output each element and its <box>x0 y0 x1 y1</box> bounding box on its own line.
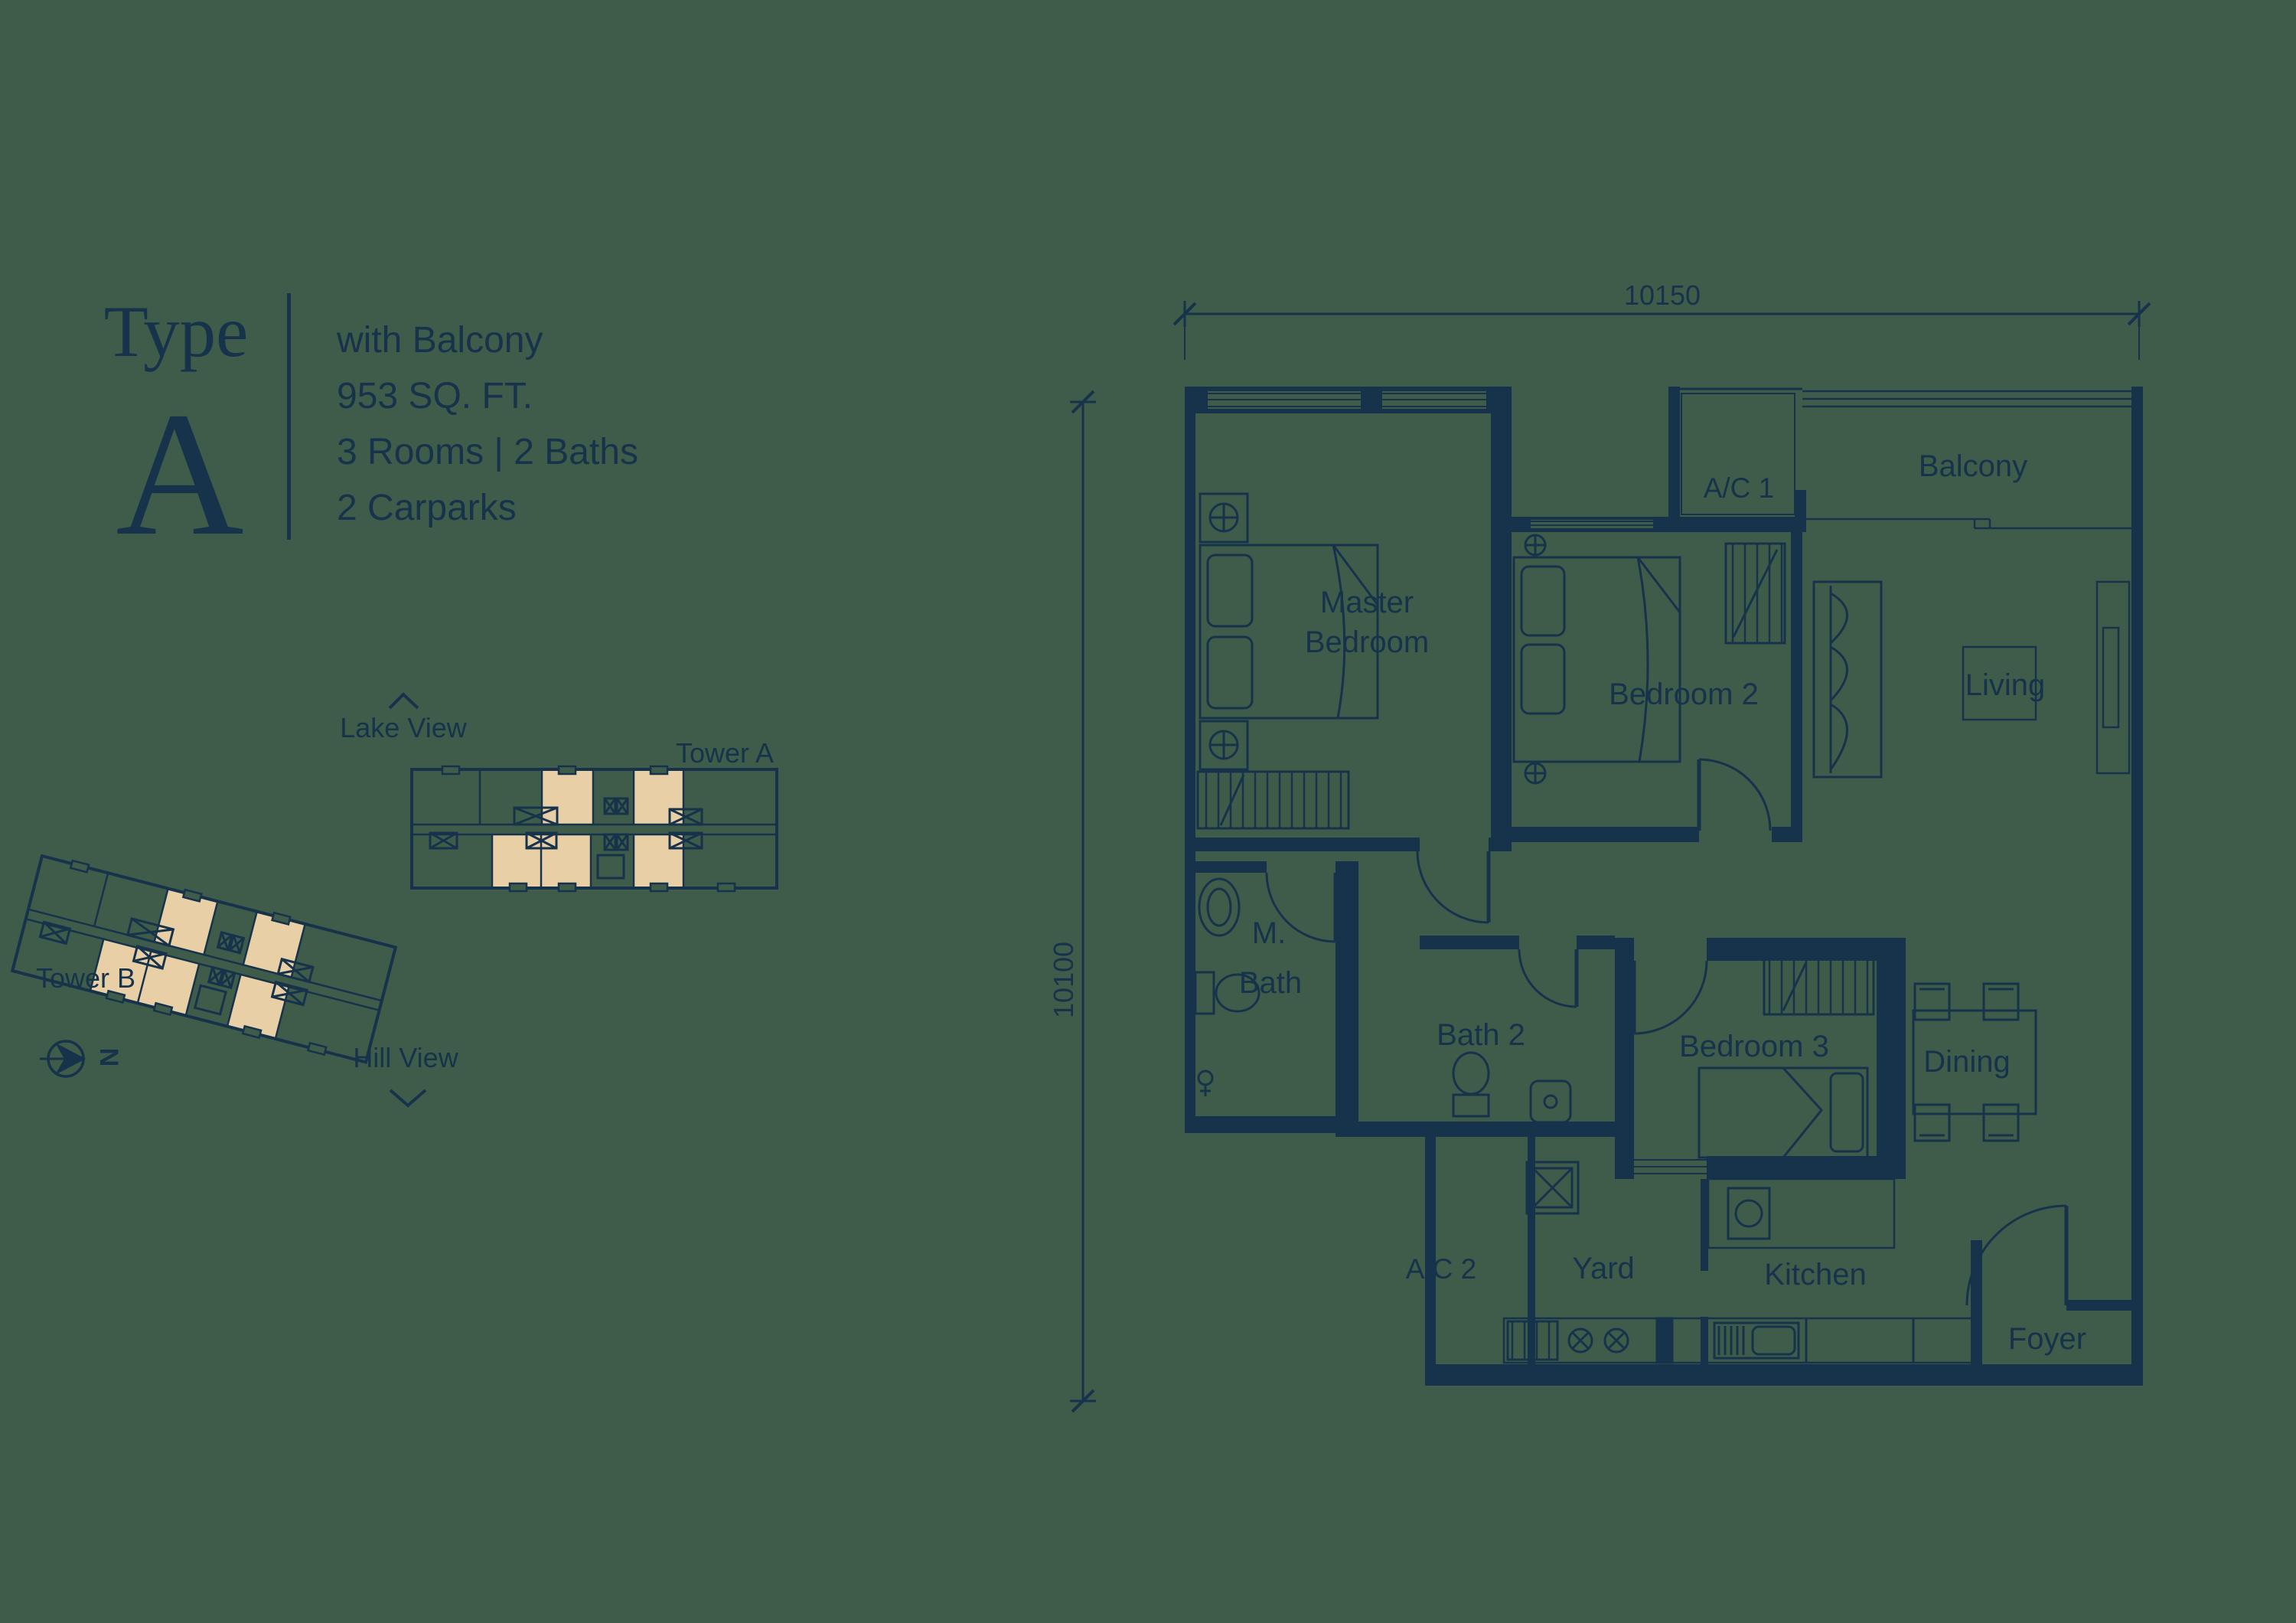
hill-view-arrow-icon <box>389 1089 427 1108</box>
label-dining: Dining <box>1923 1045 2010 1079</box>
mbath-fixtures <box>1194 877 1261 1096</box>
master-nightstand-lamps <box>1199 492 1249 771</box>
compass-north-label: N <box>94 1048 123 1067</box>
label-ac1: A/C 1 <box>1704 472 1775 504</box>
label-master-bedroom-2: Bedroom <box>1305 625 1429 659</box>
lake-view-arrow-icon <box>388 692 419 710</box>
site-plan: Lake View Tower A Tower B N Hill View <box>10 692 778 1108</box>
bedroom3-door <box>1632 960 1708 1035</box>
plan-letter: A <box>116 376 244 573</box>
master-bed <box>1199 544 1379 720</box>
master-bedroom-door <box>1416 851 1491 924</box>
label-bedroom3: Bedroom 3 <box>1679 1030 1829 1063</box>
kitchen-sink <box>1713 1321 1800 1360</box>
label-mbath-1: M. <box>1252 916 1286 950</box>
bedroom2-door <box>1697 758 1772 831</box>
feature-balcony: with Balcony <box>336 320 543 361</box>
mbath-door <box>1265 872 1338 943</box>
label-master-bedroom-1: Master <box>1320 586 1414 619</box>
tv-console <box>2095 580 2131 775</box>
bedroom3-bed <box>1698 1066 1869 1159</box>
label-balcony: Balcony <box>1919 449 2027 483</box>
feature-carparks: 2 Carparks <box>337 488 517 528</box>
label-ac2: A/C 2 <box>1406 1253 1477 1285</box>
label-mbath-2: Bath <box>1239 966 1302 1000</box>
tower-b-label: Tower B <box>36 962 135 994</box>
compass-icon: N <box>40 1040 123 1078</box>
living-sofa <box>1812 580 1883 779</box>
walls <box>1185 387 2143 1386</box>
unit-floor-plan: 10150 10100 <box>1048 279 2151 1413</box>
kitchen-counter <box>1502 1317 1976 1364</box>
left-dimension: 10100 <box>1048 390 1096 1413</box>
stove <box>1567 1327 1629 1354</box>
dining-set <box>1912 982 2037 1142</box>
tower-a-label: Tower A <box>676 737 774 769</box>
furniture <box>1194 492 2131 1364</box>
master-wardrobe <box>1196 770 1350 830</box>
hill-view-label: Hill View <box>353 1042 458 1073</box>
top-dimension-value: 10150 <box>1624 279 1701 311</box>
label-bath2: Bath 2 <box>1437 1018 1525 1052</box>
bath2-door <box>1518 949 1579 1008</box>
bedroom2-bed <box>1512 534 1681 785</box>
title-block: Type A with Balcony 953 SQ. FT. 3 Rooms … <box>104 291 638 573</box>
left-dimension-value: 10100 <box>1048 942 1079 1018</box>
label-living: Living <box>1965 668 2046 702</box>
type-label: Type <box>104 291 249 372</box>
washing-machine <box>1707 1177 1896 1249</box>
label-yard: Yard <box>1572 1252 1635 1285</box>
ac2-compressor <box>1525 1161 1580 1215</box>
windows <box>1208 387 2141 1174</box>
lake-view-label: Lake View <box>340 712 467 743</box>
title-divider <box>287 293 291 540</box>
feature-rooms-baths: 3 Rooms | 2 Baths <box>337 432 638 472</box>
doors <box>1265 758 2069 1306</box>
feature-area: 953 SQ. FT. <box>337 376 533 416</box>
label-bedroom2: Bedroom 2 <box>1609 678 1759 711</box>
living-coffee-table <box>1962 645 2037 721</box>
bedroom2-wardrobe <box>1724 542 1786 645</box>
bath2-fixtures <box>1452 1051 1572 1124</box>
label-foyer: Foyer <box>2008 1322 2086 1356</box>
bedroom3-wardrobe <box>1763 957 1875 1016</box>
entrance-door <box>1965 1204 2069 1306</box>
top-dimension: 10150 <box>1172 279 2151 360</box>
label-kitchen: Kitchen <box>1764 1258 1866 1292</box>
room-labels: Master Bedroom Bedroom 2 A/C 1 Balcony L… <box>1239 449 2086 1356</box>
